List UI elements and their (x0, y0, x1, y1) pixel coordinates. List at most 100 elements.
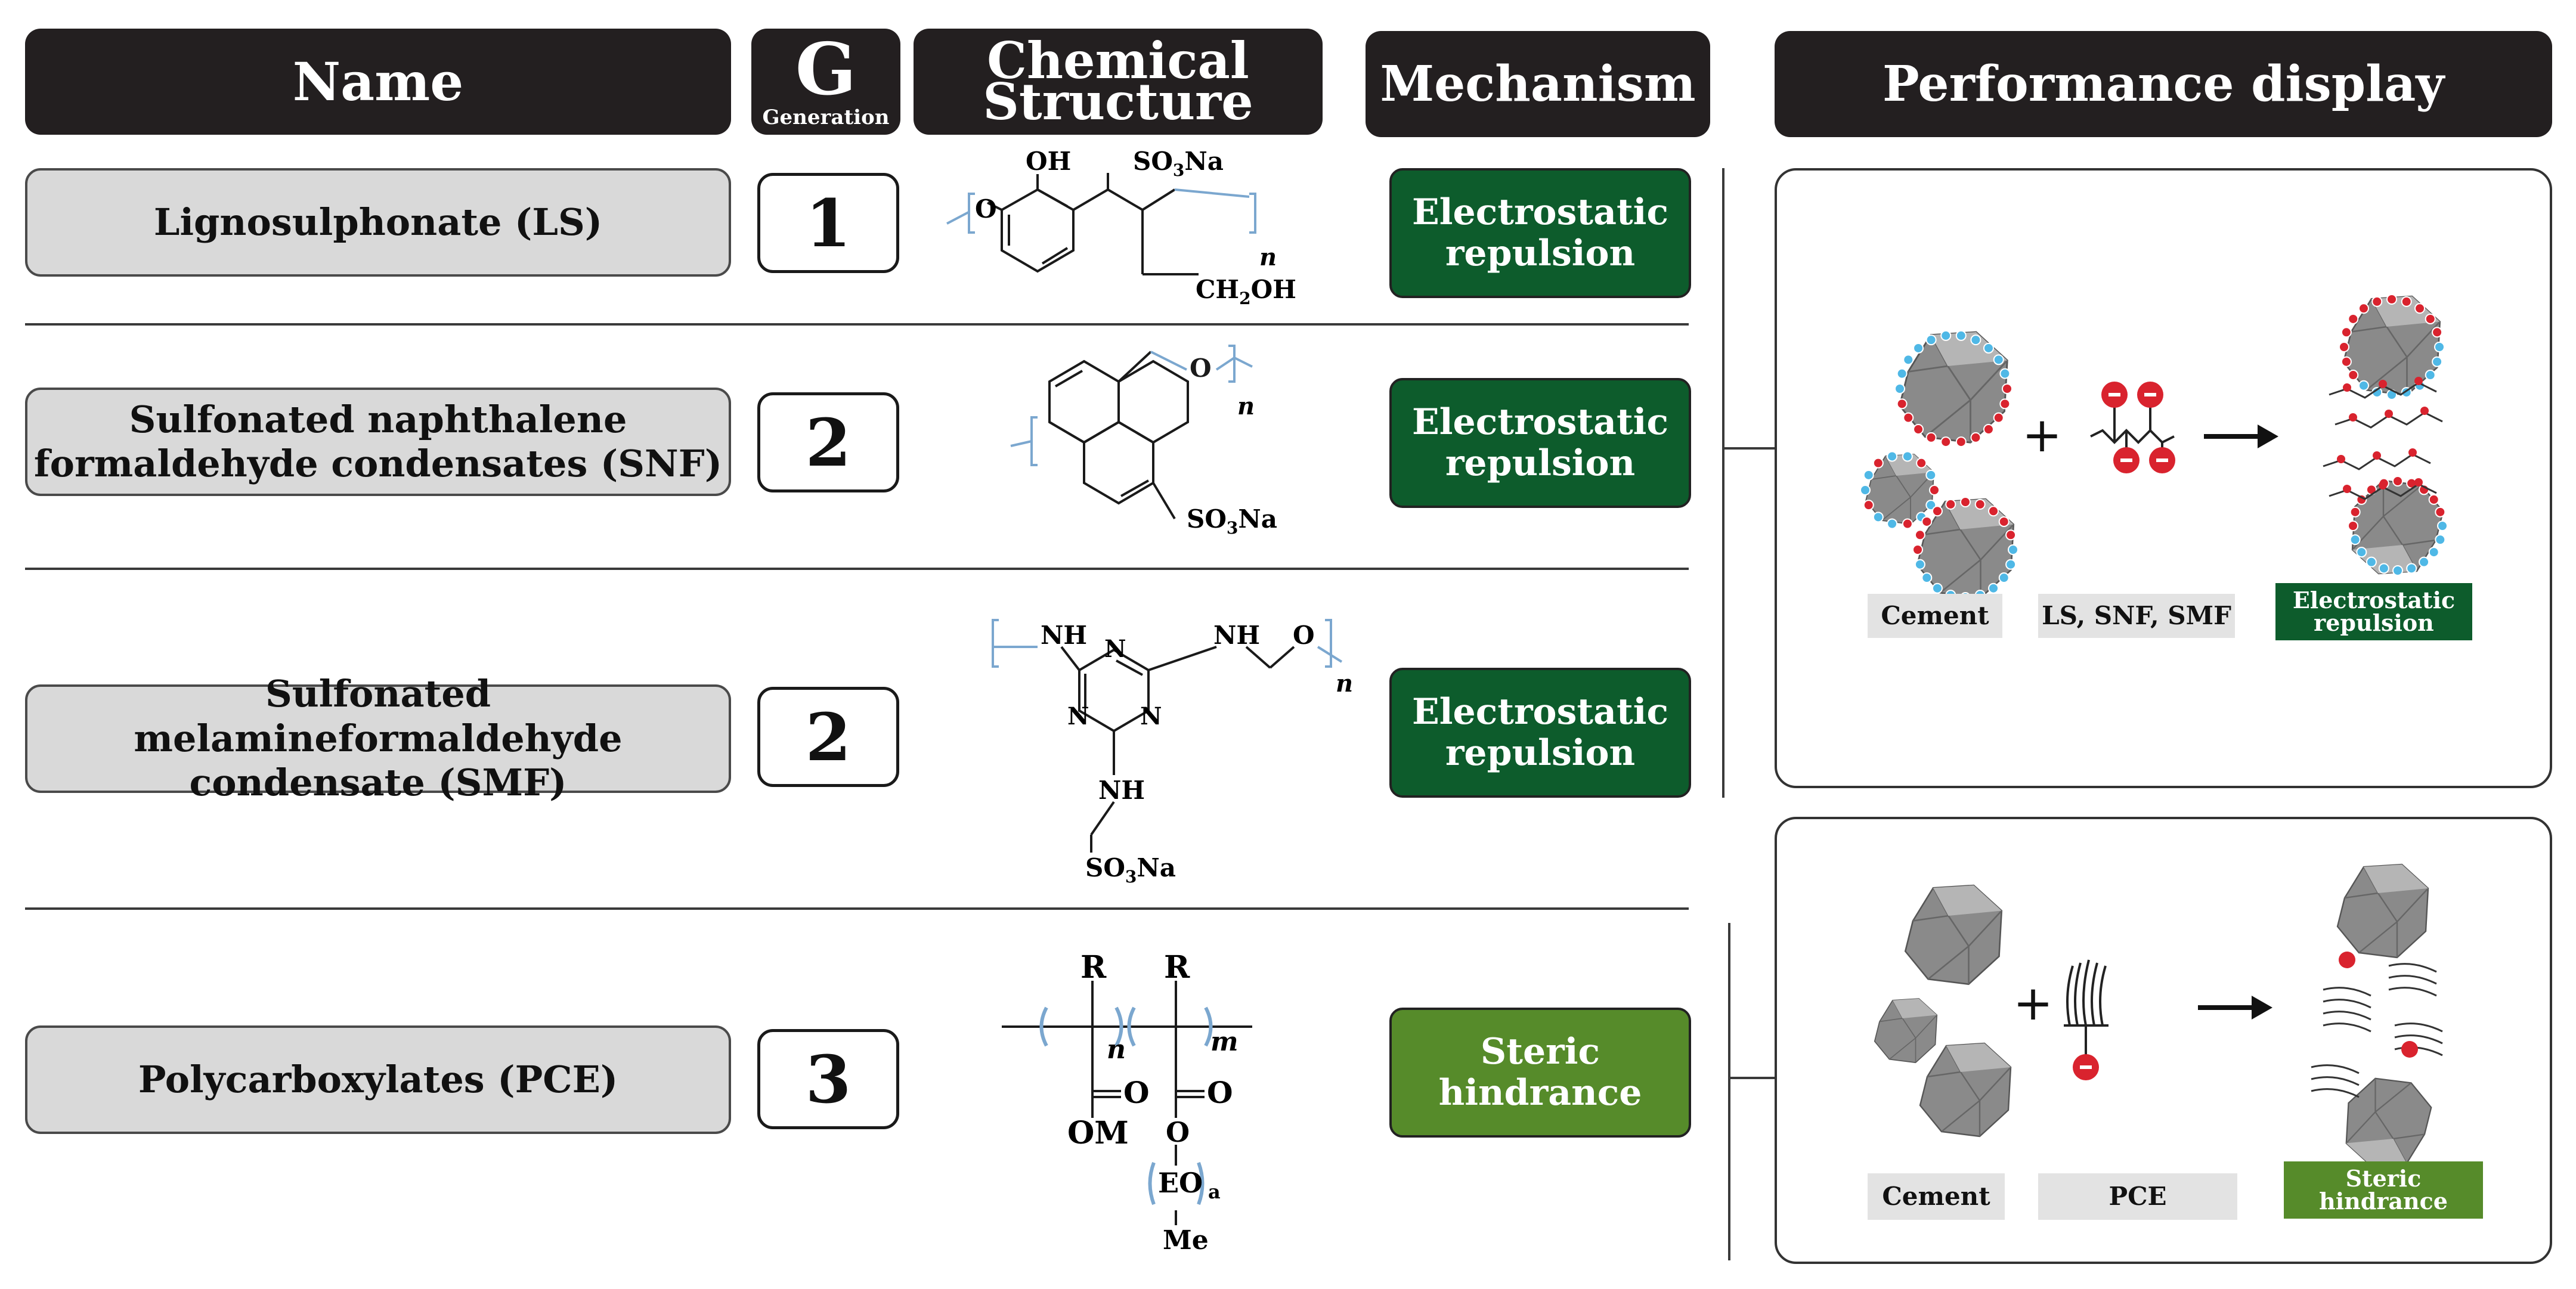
row-snf-name: Sulfonated naphthalene formaldehyde cond… (25, 388, 731, 496)
charge-dot (2349, 506, 2361, 518)
pce-a-label: a (1208, 1180, 1221, 1203)
row-pce-name-text: Polycarboxylates (PCE) (138, 1057, 618, 1101)
charge-dot (1896, 368, 1908, 379)
charge-dot (2425, 370, 2436, 381)
header-generation-word: Generation (762, 106, 890, 129)
row-ls-mechanism: Electrostatic repulsion (1389, 168, 1691, 298)
charge-dot (2428, 494, 2439, 505)
pce-molecule (2064, 959, 2109, 1055)
charge-dot (2356, 547, 2367, 558)
charge-dot (2425, 313, 2436, 324)
snf-so3na-label: SO3Na (1187, 504, 1277, 538)
header-structure-line2: Structure (983, 72, 1253, 131)
charge-dot (2348, 313, 2359, 324)
charge-dot (1896, 398, 1908, 410)
row-smf-name: Sulfonated melamineformaldehyde condensa… (25, 672, 731, 804)
charge-dot (1872, 457, 1884, 469)
row-pce-generation-text: 3 (805, 1040, 852, 1118)
charge-dot (1960, 497, 1971, 507)
panel-top-mechanism-line1: Electrostatic (2292, 587, 2456, 613)
smf-nh1-label: NH (1041, 621, 1087, 650)
header-generation-letter: G (795, 27, 857, 111)
bracket-bottom-vertical (1728, 923, 1730, 1260)
charge-dot (1955, 330, 1967, 341)
pce-om-label: OM (1067, 1115, 1129, 1151)
pce-me-label: Me (1163, 1225, 1209, 1256)
charge-dot (1940, 436, 1952, 448)
charge-dot (2340, 356, 2352, 367)
ls-so3na-label: SO3Na (1133, 147, 1224, 180)
charge-dot (1925, 469, 1937, 481)
pce-m-label: m (1210, 1027, 1239, 1057)
charge-dot (1999, 368, 2011, 379)
pce-o3-label: O (1166, 1116, 1190, 1148)
row-snf-name-line1: Sulfonated naphthalene (129, 397, 627, 441)
steric-illustration: + (1874, 863, 2443, 1167)
charge-dot (1998, 516, 2010, 527)
row-snf-name-line2: formaldehyde condensates (SNF) (33, 442, 723, 485)
pce-r1-label: R (1080, 949, 1107, 986)
charge-dot (1902, 518, 1913, 529)
charge-dot (1925, 334, 1937, 346)
smf-n1-label: N (1104, 635, 1126, 663)
header-structure-line1: Chemical (987, 31, 1249, 91)
charge-dot (2386, 294, 2397, 305)
row-snf-mechanism: Electrostatic repulsion (1389, 378, 1691, 508)
charge-dot (1945, 498, 1956, 510)
row-pce-mechanism: Steric hindrance (1389, 1008, 1691, 1138)
charge-dot (2348, 520, 2358, 531)
charge-dot (1872, 512, 1884, 523)
charge-dot (2432, 327, 2443, 338)
charge-dot (2435, 534, 2446, 546)
charge-dot (1863, 469, 1874, 481)
charge-dot (2432, 356, 2443, 367)
row-pce-name: Polycarboxylates (PCE) (25, 1025, 731, 1134)
smf-chemical-structure: NH NH N N N NH O n SO3Na (992, 619, 1353, 887)
charge-dot (2414, 303, 2426, 314)
panel-bottom-agent-label: PCE (2038, 1173, 2237, 1220)
charge-dot (1887, 518, 1898, 529)
charge-dot (1925, 432, 1937, 443)
row-smf-generation: 2 (757, 687, 899, 787)
charge-dot (1914, 559, 1925, 570)
row-separator-1 (25, 323, 1689, 326)
charge-dot (1998, 572, 2010, 584)
charge-dot (2356, 494, 2367, 505)
charge-dot (2378, 563, 2389, 574)
charge-dot (1929, 485, 1940, 495)
header-name: Name (25, 29, 731, 135)
charge-dot (1925, 500, 1937, 511)
charge-dot (2392, 565, 2403, 576)
row-ls-generation: 1 (757, 173, 899, 273)
row-ls-name: Lignosulphonate (LS) (25, 168, 731, 277)
charge-dots-right (2339, 294, 2448, 576)
row-smf-generation-text: 2 (805, 698, 852, 776)
row-pce-mechanism-line1: Steric (1480, 1031, 1600, 1073)
charge-dot (2401, 296, 2412, 307)
panel-bottom-mechanism-label: Steric hindrance (2284, 1161, 2483, 1219)
charge-dot (1903, 354, 1914, 365)
charge-dot (1914, 529, 1925, 541)
charge-dot (1983, 342, 1994, 354)
charge-dot (1921, 572, 1933, 584)
smf-n3-label: N (1140, 702, 1162, 730)
header-performance: Performance display (1775, 31, 2552, 137)
ls-o-label: O (975, 194, 997, 224)
panel-top-mechanism-line2: repulsion (2314, 609, 2434, 636)
header-chemical-structure: Chemical Structure (914, 29, 1323, 135)
charge-dot (2005, 559, 2017, 570)
charge-dot (1999, 398, 2011, 410)
pce-o2-label: O (1207, 1075, 1233, 1110)
charge-dots-left (1860, 330, 2018, 603)
charge-dot (2428, 547, 2439, 558)
header-performance-text: Performance display (1882, 55, 2445, 113)
charge-dot (2358, 303, 2369, 314)
header-name-text: Name (292, 51, 464, 113)
charge-dot (1970, 334, 1981, 346)
row-smf-mechanism: Electrostatic repulsion (1389, 668, 1691, 798)
row-ls-name-text: Lignosulphonate (LS) (153, 200, 603, 244)
panel-top-agents-text: LS, SNF, SMF (2042, 601, 2231, 630)
bracket-bottom-horizontal (1728, 1077, 1777, 1079)
charge-dot (2434, 342, 2445, 352)
charge-dot (1970, 432, 1981, 443)
